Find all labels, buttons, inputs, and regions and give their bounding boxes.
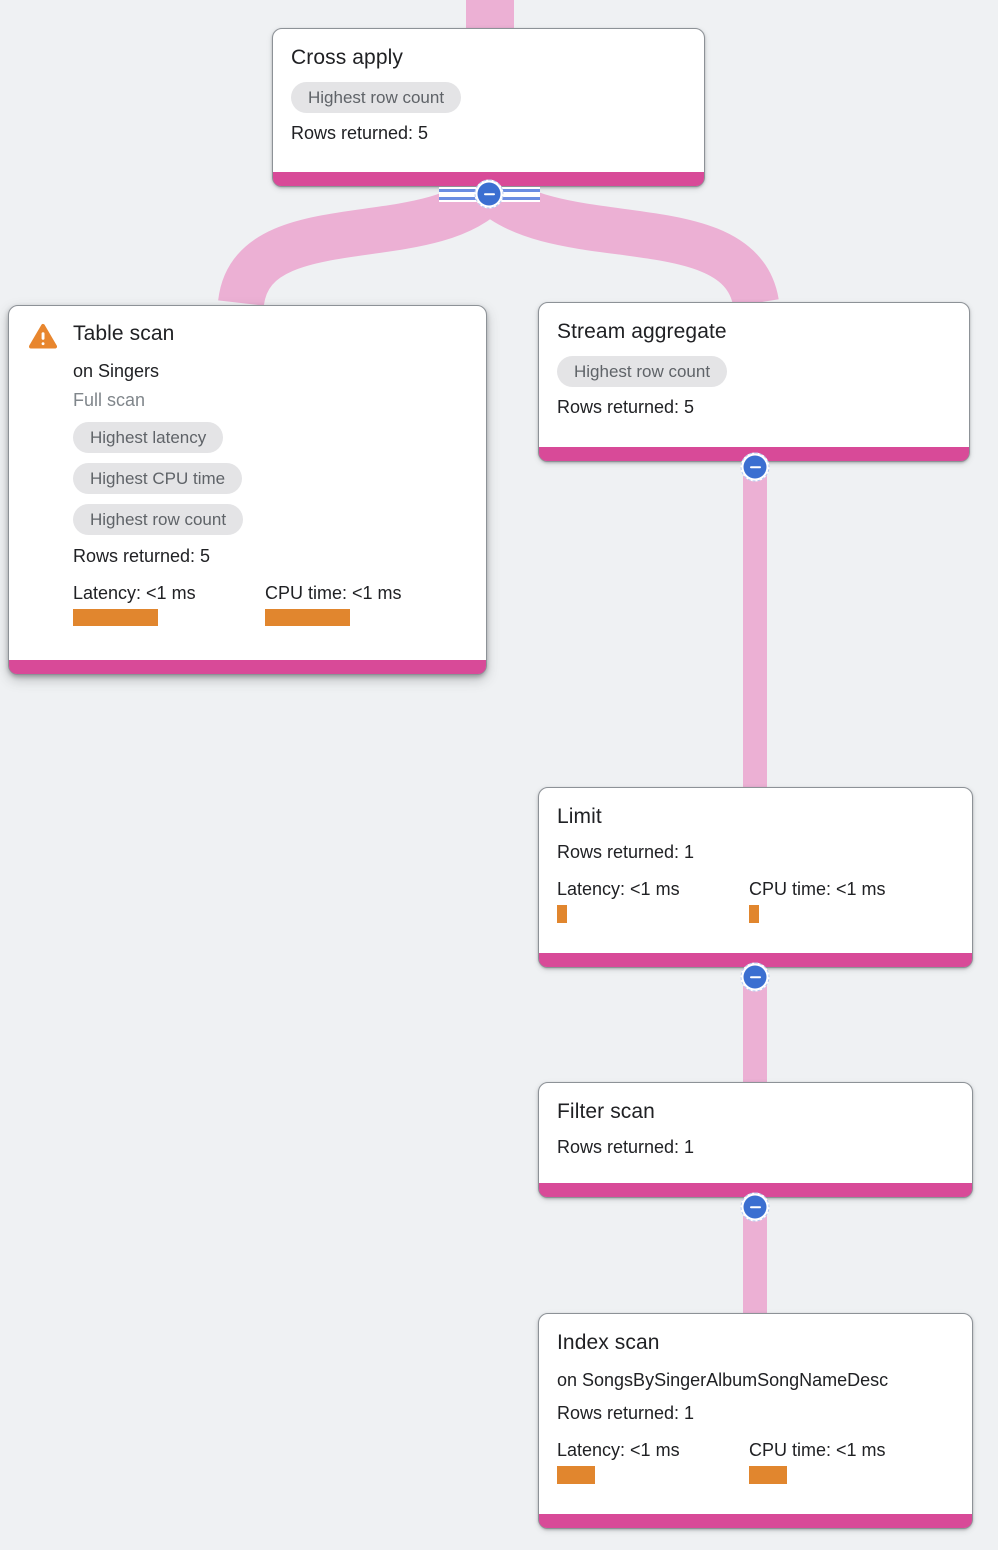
minus-icon (749, 465, 761, 469)
rows-returned: Rows returned: 1 (557, 1403, 695, 1423)
node-title: Cross apply (291, 46, 403, 69)
cpu-time-label: CPU time: <1 ms (749, 1440, 886, 1460)
node-accent-bar (539, 953, 972, 967)
cpu-metric: CPU time: <1 ms (749, 1439, 954, 1484)
latency-label: Latency: <1 ms (73, 583, 196, 603)
latency-label: Latency: <1 ms (557, 879, 680, 899)
minus-icon (749, 1205, 761, 1209)
edge-root-to-cross-apply (466, 0, 514, 30)
latency-label: Latency: <1 ms (557, 1440, 680, 1460)
cpu-time-bar (265, 609, 350, 626)
cpu-time-bar (749, 1466, 787, 1484)
node-accent-bar (539, 1514, 972, 1528)
node-accent-bar (273, 172, 704, 186)
latency-metric: Latency: <1 ms (73, 582, 265, 626)
node-title: Filter scan (557, 1100, 655, 1123)
node-filter-scan[interactable]: Filter scan Rows returned: 1 (538, 1082, 973, 1198)
node-subtitle: on Singers (73, 361, 160, 381)
node-title: Index scan (557, 1331, 660, 1354)
node-index-scan[interactable]: Index scan on SongsBySingerAlbumSongName… (538, 1313, 973, 1529)
cpu-time-label: CPU time: <1 ms (749, 879, 886, 899)
latency-bar (557, 905, 567, 923)
rows-returned: Rows returned: 1 (557, 842, 695, 862)
badge-highest-cpu-time: Highest CPU time (73, 463, 243, 494)
node-cross-apply[interactable]: Cross apply Highest row count Rows retur… (272, 28, 705, 187)
cpu-time-label: CPU time: <1 ms (265, 583, 402, 603)
badge-highest-row-count: Highest row count (73, 504, 244, 535)
latency-metric: Latency: <1 ms (557, 878, 749, 923)
node-accent-bar (539, 1183, 972, 1197)
node-accent-bar (539, 447, 969, 461)
node-limit[interactable]: Limit Rows returned: 1 Latency: <1 ms CP… (538, 787, 973, 968)
minus-icon (749, 975, 761, 979)
badge-highest-row-count: Highest row count (557, 356, 728, 387)
collapse-button-limit[interactable] (740, 962, 770, 992)
badge-highest-latency: Highest latency (73, 422, 224, 453)
latency-bar (557, 1466, 595, 1484)
node-title: Limit (557, 805, 602, 828)
scan-type-label: Full scan (73, 390, 146, 410)
cpu-time-bar (749, 905, 759, 923)
latency-metric: Latency: <1 ms (557, 1439, 749, 1484)
collapse-button-cross-apply[interactable] (474, 179, 504, 209)
cpu-metric: CPU time: <1 ms (265, 582, 468, 626)
minus-icon (483, 192, 495, 196)
collapse-button-stream-aggregate[interactable] (740, 452, 770, 482)
latency-bar (73, 609, 158, 626)
node-subtitle: on SongsBySingerAlbumSongNameDesc (557, 1370, 889, 1390)
node-title: Table scan (73, 322, 175, 345)
cpu-metric: CPU time: <1 ms (749, 878, 954, 923)
edge-stream-aggregate-to-limit (743, 460, 767, 790)
rows-returned: Rows returned: 1 (557, 1137, 695, 1157)
edge-cross-apply-to-table-scan (218, 173, 506, 308)
node-table-scan[interactable]: Table scan on Singers Full scan Highest … (8, 305, 487, 675)
rows-returned: Rows returned: 5 (291, 123, 429, 143)
rows-returned: Rows returned: 5 (557, 397, 695, 417)
edge-cross-apply-to-stream-aggregate (474, 172, 779, 309)
node-title: Stream aggregate (557, 320, 727, 343)
warning-icon (29, 321, 73, 626)
badge-highest-row-count: Highest row count (291, 82, 462, 113)
node-accent-bar (9, 660, 486, 674)
rows-returned: Rows returned: 5 (73, 546, 211, 566)
node-stream-aggregate[interactable]: Stream aggregate Highest row count Rows … (538, 302, 970, 462)
collapse-button-filter-scan[interactable] (740, 1192, 770, 1222)
